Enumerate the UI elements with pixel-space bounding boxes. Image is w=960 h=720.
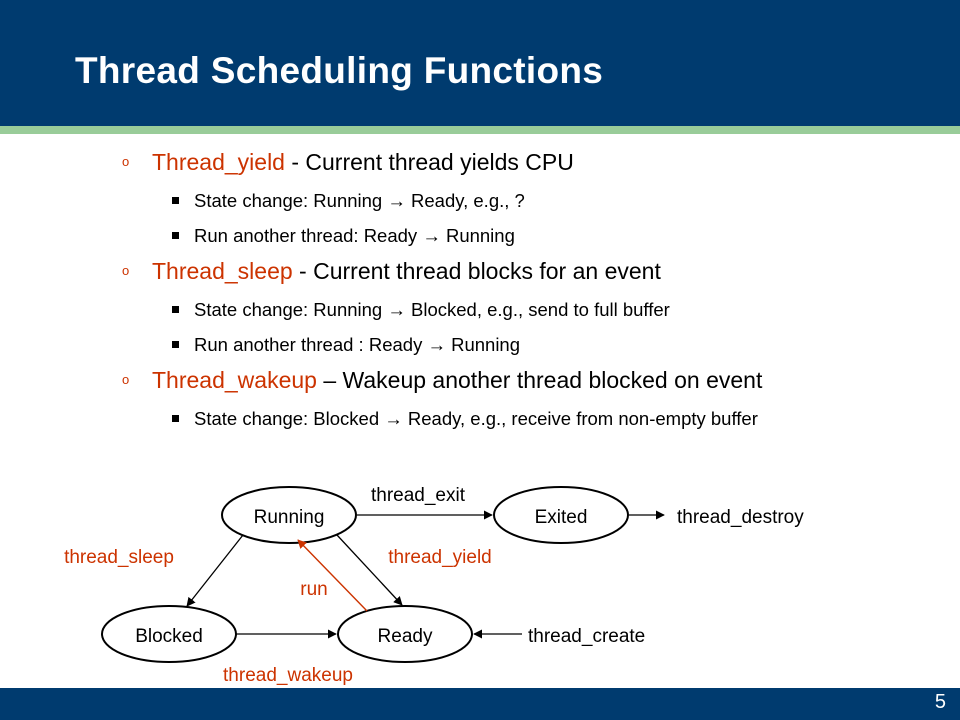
bullet-marker-icon: o xyxy=(122,263,130,278)
state-running-label: Running xyxy=(254,507,325,528)
square-bullet-icon xyxy=(172,232,179,239)
bullet-thread-wakeup: o Thread_wakeup – Wakeup another thread … xyxy=(122,367,763,394)
square-bullet-icon xyxy=(172,341,179,348)
edge-run xyxy=(297,539,368,612)
label-thread-exit: thread_exit xyxy=(371,485,466,506)
bullet-thread-sleep: o Thread_sleep - Current thread blocks f… xyxy=(122,258,661,285)
label-run: run xyxy=(300,579,327,600)
sub-bullet: Run another thread: Ready → Running xyxy=(172,221,884,250)
state-exited-label: Exited xyxy=(535,507,588,528)
sub-bullet-text: Run another thread: Ready → Running xyxy=(194,225,515,246)
state-exited xyxy=(493,486,629,544)
state-running xyxy=(221,486,357,544)
sub-bullet: State change: Running → Blocked, e.g., s… xyxy=(172,295,884,324)
state-blocked-label: Blocked xyxy=(135,626,203,647)
sub-bullet-text: State change: Blocked → Ready, e.g., rec… xyxy=(194,408,758,429)
sub-bullet-text: State change: Running → Blocked, e.g., s… xyxy=(194,299,670,320)
header-bar xyxy=(0,0,960,126)
label-thread-destroy: thread_destroy xyxy=(677,507,804,528)
sub-bullet: Run another thread : Ready → Running xyxy=(172,330,884,359)
sub-bullet: State change: Blocked → Ready, e.g., rec… xyxy=(172,404,884,433)
state-ready-label: Ready xyxy=(378,626,433,647)
sub-bullet: State change: Running → Ready, e.g., ? xyxy=(172,186,884,215)
label-thread-create: thread_create xyxy=(528,626,645,647)
function-name: Thread_yield xyxy=(152,149,285,175)
footer-bar: 5 xyxy=(0,688,960,720)
edge-thread-sleep xyxy=(186,534,244,607)
square-bullet-icon xyxy=(172,415,179,422)
sub-bullet-text: State change: Running → Ready, e.g., ? xyxy=(194,190,525,211)
label-thread-sleep: thread_sleep xyxy=(64,547,174,568)
header-stripe xyxy=(0,126,960,134)
function-name: Thread_wakeup xyxy=(152,367,317,393)
bullet-text: - Current thread blocks for an event xyxy=(292,258,661,284)
slide-title: Thread Scheduling Functions xyxy=(75,50,604,91)
function-name: Thread_sleep xyxy=(152,258,293,284)
bullet-marker-icon: o xyxy=(122,372,130,387)
bullet-text: – Wakeup another thread blocked on event xyxy=(316,367,763,393)
square-bullet-icon xyxy=(172,306,179,313)
bullet-marker-icon: o xyxy=(122,154,130,169)
label-thread-wakeup: thread_wakeup xyxy=(223,665,353,686)
sub-bullet-text: Run another thread : Ready → Running xyxy=(194,334,521,355)
page-number: 5 xyxy=(934,691,946,713)
label-thread-yield: thread_yield xyxy=(388,547,492,568)
edge-thread-yield xyxy=(336,534,403,606)
bullet-text: - Current thread yields CPU xyxy=(284,149,574,175)
state-ready xyxy=(337,605,473,663)
bullet-thread-yield: o Thread_yield - Current thread yields C… xyxy=(122,149,574,176)
square-bullet-icon xyxy=(172,197,179,204)
